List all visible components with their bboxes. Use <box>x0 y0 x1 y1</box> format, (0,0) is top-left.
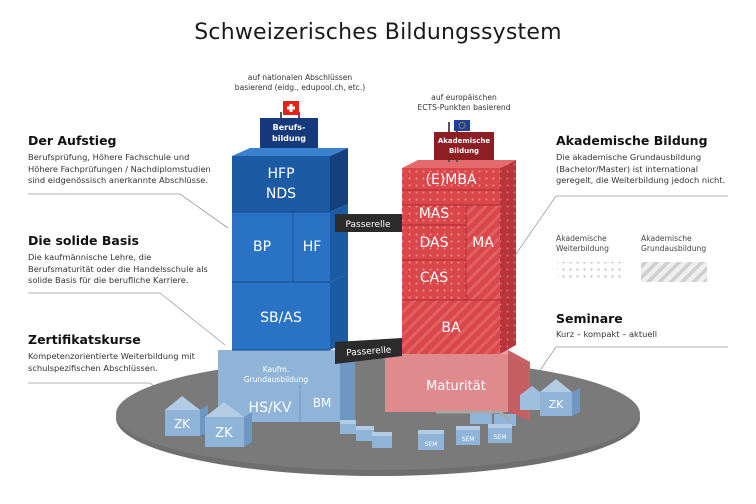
heading-aufstieg: Der Aufstieg <box>28 133 117 148</box>
sign-berufs-line1: Berufs- <box>273 123 306 132</box>
label-zk-1: ZK <box>174 417 191 431</box>
text-akademisch: Die akademische Grundausbildung(Bachelor… <box>556 152 726 185</box>
passerelle-top <box>335 214 402 232</box>
page-title: Schweizerisches Bildungssystem <box>194 20 562 45</box>
label-bm: BM <box>313 396 332 410</box>
label-passerelle-top: Passerelle <box>345 220 390 230</box>
label-sem-3: SEM <box>494 434 507 441</box>
block-sbas <box>232 282 330 350</box>
blue-tower <box>218 101 355 428</box>
block-hfp-nds <box>232 156 330 212</box>
label-ma: MA <box>472 235 494 251</box>
heading-zertifikat: Zertifikatskurse <box>28 332 141 347</box>
sign-akademische-bildung <box>434 132 494 160</box>
label-hf: HF <box>303 239 322 255</box>
zk-house-2 <box>205 402 252 447</box>
block-bp-hf <box>232 212 330 282</box>
label-nds: NDS <box>266 186 296 202</box>
label-maturitat: Maturität <box>426 379 486 394</box>
label-hskv: HS/KV <box>249 400 292 416</box>
label-zk-3: ZK <box>549 398 565 411</box>
label-sem-2: SEM <box>462 436 475 443</box>
label-sem-1: SEM <box>425 441 438 448</box>
legend-dots-swatch <box>557 262 623 282</box>
sign-berufsbildung <box>260 118 318 148</box>
label-grundausbildung: Grundausbildung <box>244 375 309 384</box>
heading-akademisch: Akademische Bildung <box>556 133 708 148</box>
heading-seminare: Seminare <box>556 311 623 326</box>
sign-akad-line1: Akademische <box>438 137 491 145</box>
block-maturitat <box>385 354 508 412</box>
label-mas: MAS <box>419 206 450 222</box>
text-seminare: Kurz – kompakt – aktuell <box>556 329 658 339</box>
label-passerelle-bottom: Passerelle <box>346 345 392 358</box>
label-sbas: SB/AS <box>260 310 302 326</box>
passerelle-bottom <box>335 338 402 364</box>
label-bp: BP <box>253 239 271 255</box>
block-ma <box>466 205 500 300</box>
sem-blocks <box>340 412 516 450</box>
label-kaufm: Kaufm. <box>263 365 289 374</box>
label-cas: CAS <box>420 270 448 286</box>
label-hfp: HFP <box>267 166 294 182</box>
legend-hatch-swatch <box>641 262 707 282</box>
zk-house-3 <box>520 379 580 416</box>
label-zk-2: ZK <box>215 426 233 441</box>
block-ba <box>402 300 500 354</box>
heading-basis: Die solide Basis <box>28 233 139 248</box>
label-das: DAS <box>420 235 449 251</box>
sign-berufs-line2: bildung <box>272 134 306 143</box>
block-kaufm-grundausbildung <box>218 350 340 422</box>
eu-flag-icon <box>454 120 470 131</box>
label-ba: BA <box>441 320 461 336</box>
zk-house-1 <box>165 396 208 436</box>
red-tower <box>385 120 530 420</box>
label-emba: (E)MBA <box>425 172 476 188</box>
sign-akad-line2: Bildung <box>449 147 479 155</box>
